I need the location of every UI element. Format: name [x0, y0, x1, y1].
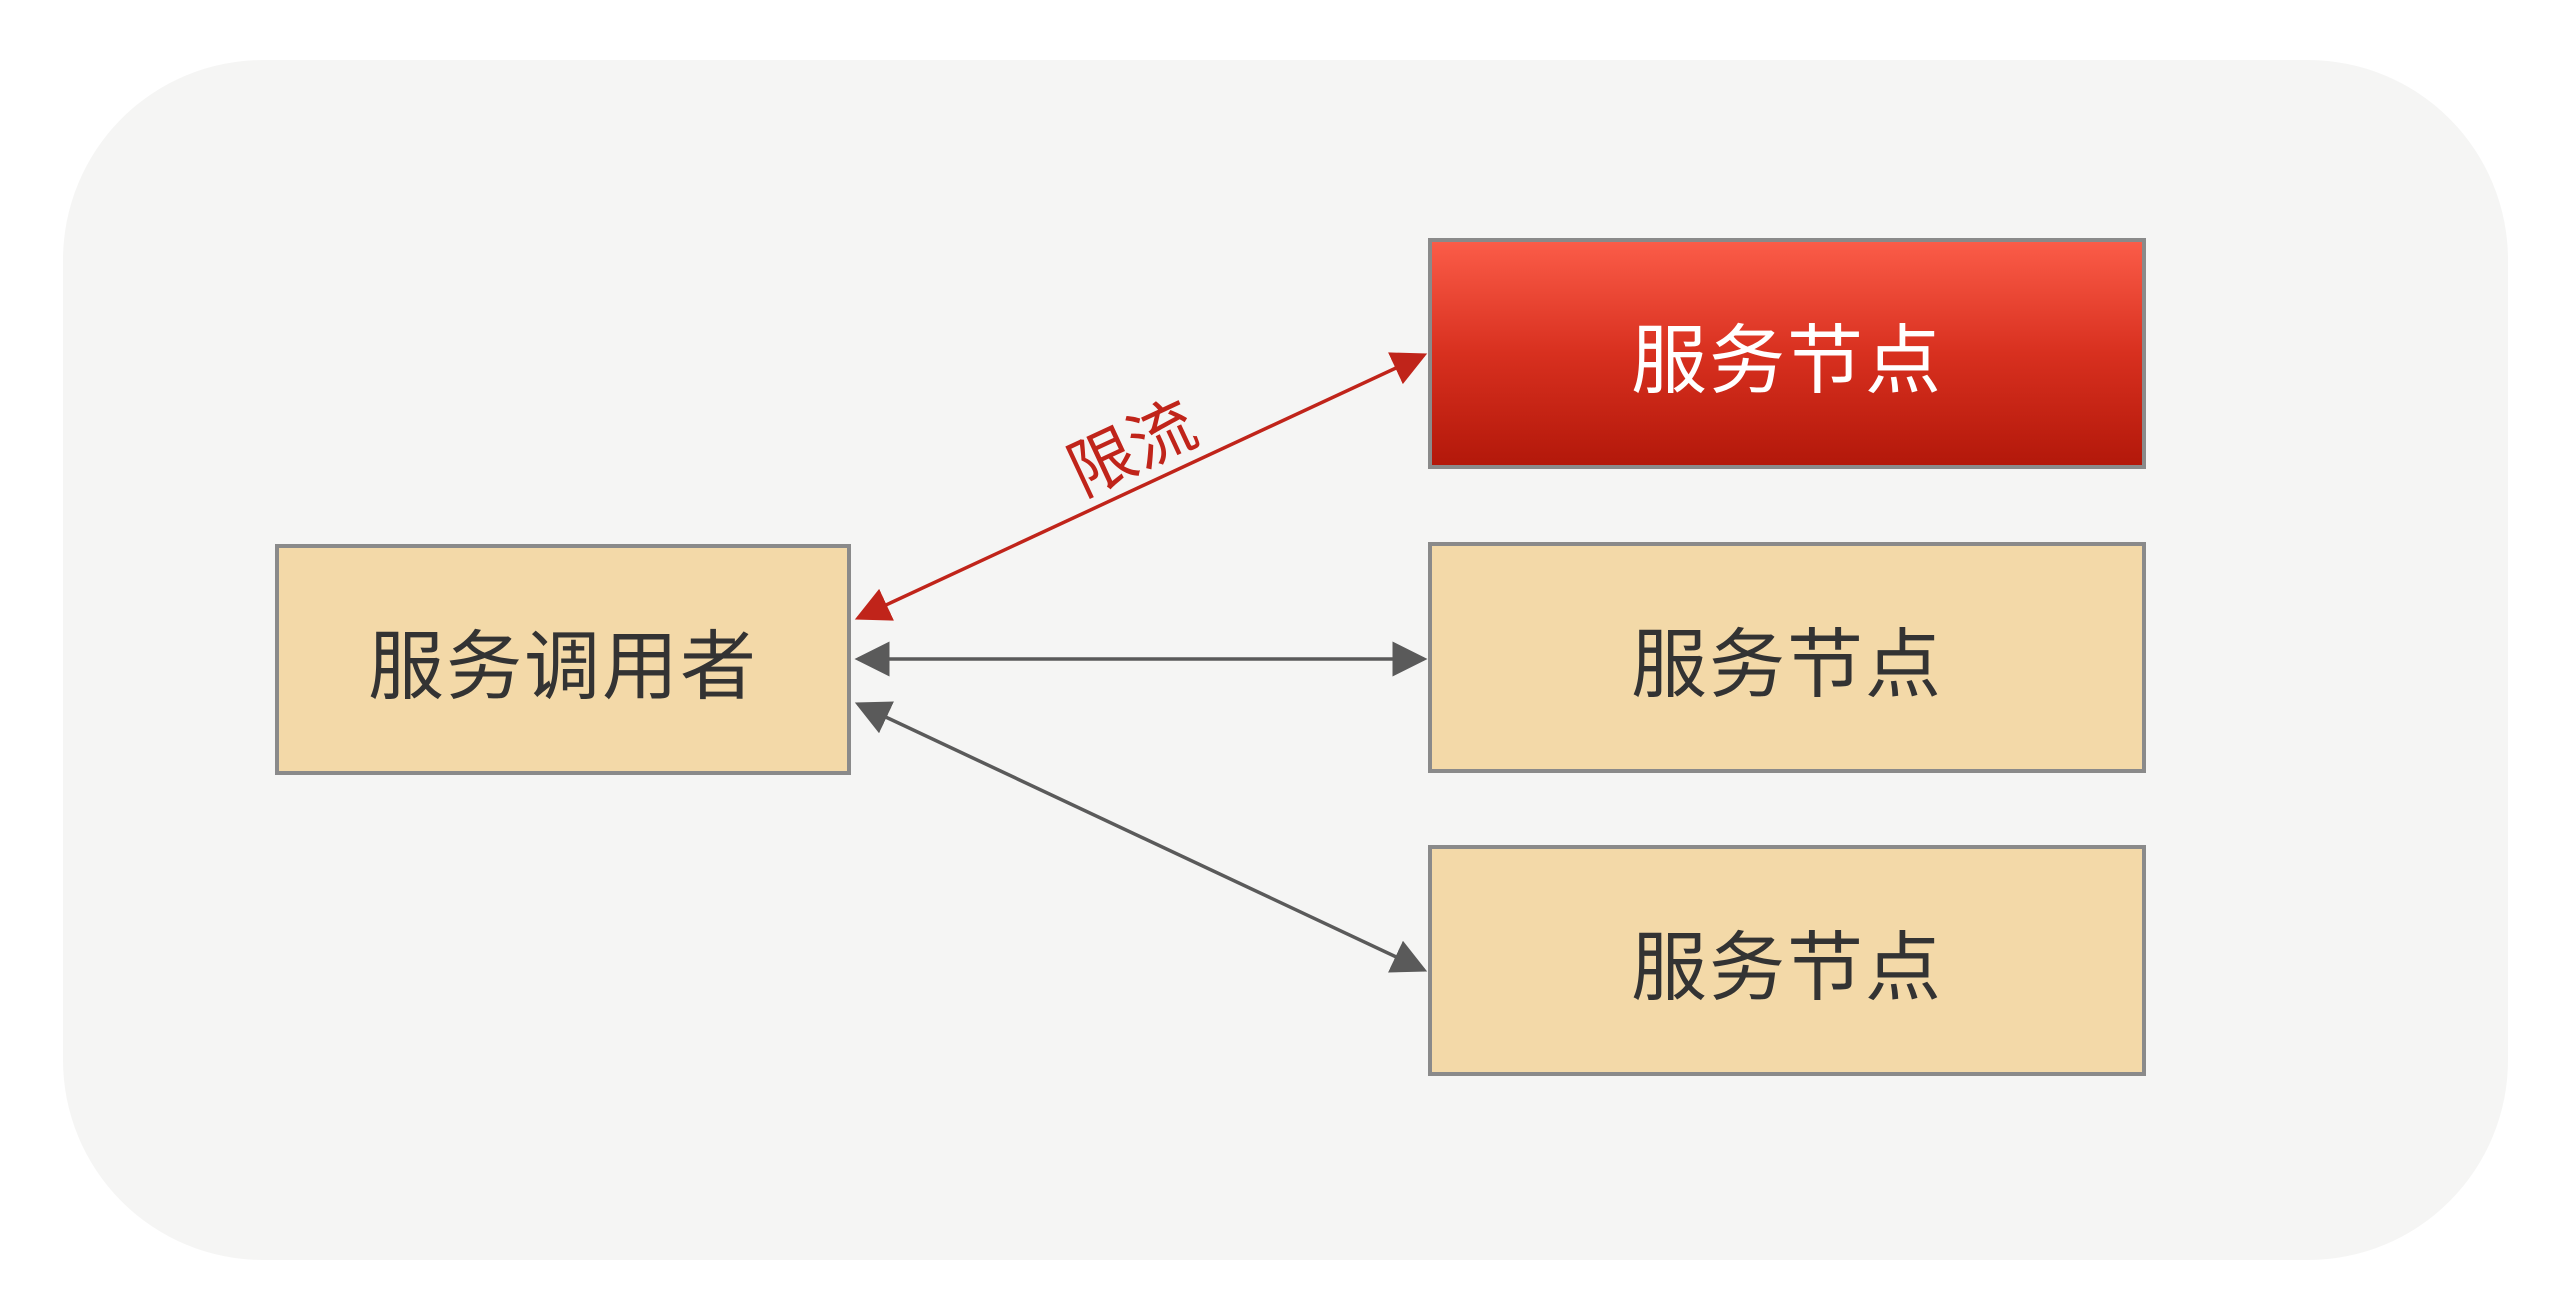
service-node-box: 服务节点	[1428, 845, 2146, 1076]
service-node-label: 服务节点	[1631, 315, 1943, 405]
edge-caller-to-node-1	[854, 352, 1428, 621]
service-caller-label: 服务调用者	[368, 621, 758, 711]
service-node-box: 服务节点	[1428, 542, 2146, 773]
service-node-label: 服务节点	[1631, 922, 1943, 1012]
edge-caller-to-node-3	[854, 701, 1428, 973]
service-node-label: 服务节点	[1631, 619, 1943, 709]
service-node-box-limited: 服务节点	[1428, 238, 2146, 469]
service-caller-box: 服务调用者	[275, 544, 851, 775]
